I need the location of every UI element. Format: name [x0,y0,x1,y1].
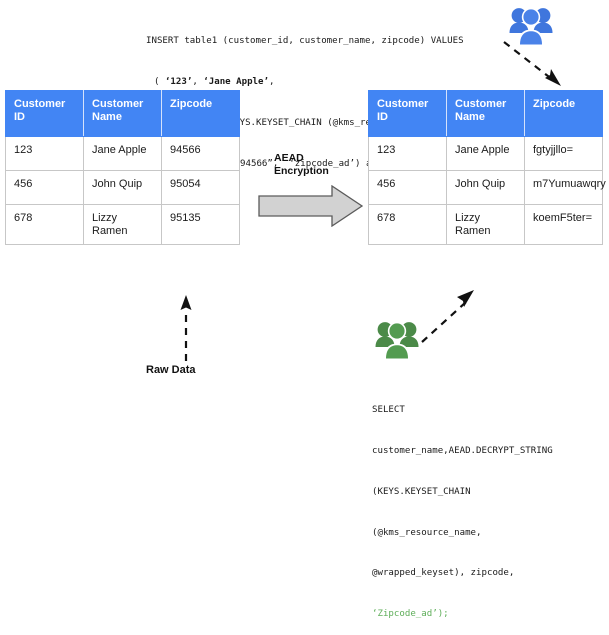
table-header-row: Customer ID Customer Name Zipcode [5,90,240,137]
cell-zipcode: 94566 [161,136,240,171]
aead-encryption-label: AEAD Encryption [274,152,329,178]
encrypted-data-table-element: Customer ID Customer Name Zipcode 123 Ja… [368,90,606,245]
raw-data-label: Raw Data [146,364,196,376]
select-sql-line-1: SELECT [372,405,405,416]
cell-zipcode-encrypted: fgtyjjllo= [524,136,603,171]
dashed-arrow-select-to-table [418,288,488,353]
encryption-flow-arrow-svg [258,184,364,228]
table-header-row: Customer ID Customer Name Zipcode [368,90,603,137]
dashed-arrow-select-to-table-svg [421,290,474,343]
cell-zipcode-encrypted: m7Yumuawqry [524,170,606,205]
column-header-customer-id: Customer ID [368,90,447,137]
cell-customer-name: Jane Apple [83,136,162,171]
dashed-arrow-insert-to-table [498,38,578,99]
insert-sql-line-1: INSERT table1 (customer_id, customer_nam… [146,36,464,47]
cell-customer-name: John Quip [83,170,162,205]
people-group-icon [374,318,420,360]
select-sql-line-2: customer_name,AEAD.DECRYPT_STRING [372,445,553,456]
insert-sql-line-2-suffix: , [268,76,275,87]
select-sql-line-3: (KEYS.KEYSET_CHAIN [372,486,471,497]
encrypted-data-table: Customer ID Customer Name Zipcode 123 Ja… [368,90,606,245]
raw-data-table-element: Customer ID Customer Name Zipcode 123 Ja… [5,90,240,245]
dashed-arrow-raw-data-svg [180,295,192,361]
insert-sql-line-2: ( ‘123’, ‘Jane Apple’, [154,76,464,90]
cell-customer-id: 456 [368,170,447,205]
cell-customer-name: Lizzy Ramen [83,204,162,245]
insert-sql-value-customer-name: ‘Jane Apple’ [203,76,269,87]
select-sql-statement: SELECT customer_name,AEAD.DECRYPT_STRING… [372,377,553,635]
cell-customer-id: 678 [5,204,84,245]
encryption-flow-arrow [258,184,364,232]
table-row: 678 Lizzy Ramen koemF5ter= [368,204,603,245]
cell-customer-id: 123 [368,136,447,171]
cell-zipcode: 95054 [161,170,240,205]
aead-encryption-label-line-1: AEAD [274,152,304,164]
insert-sql-line-2-prefix: ( [154,76,165,87]
column-header-zipcode: Zipcode [524,90,603,137]
table-row: 456 John Quip m7Yumuawqry [368,170,606,205]
people-group-icon [508,4,554,46]
table-row: 456 John Quip 95054 [5,170,240,205]
column-header-zipcode: Zipcode [161,90,240,137]
cell-customer-name: John Quip [446,170,525,205]
table-row: 123 Jane Apple 94566 [5,136,240,171]
raw-data-table: Customer ID Customer Name Zipcode 123 Ja… [5,90,240,245]
dashed-arrow-raw-data [176,295,196,368]
people-group-icon-svg [375,321,419,359]
cell-customer-id: 678 [368,204,447,245]
cell-zipcode-encrypted: koemF5ter= [524,204,603,245]
select-sql-line-4: (@kms_resource_name, [372,527,482,538]
table-row: 123 Jane Apple fgtyjjllo= [368,136,603,171]
dashed-arrow-insert-to-table-svg [503,41,561,86]
insert-sql-line-2-mid: , [192,76,204,87]
column-header-customer-id: Customer ID [5,90,84,137]
cell-customer-id: 123 [5,136,84,171]
cell-customer-id: 456 [5,170,84,205]
insert-sql-value-customer-id: ‘123’ [164,76,193,87]
cell-customer-name: Lizzy Ramen [446,204,525,245]
select-sql-line-6-aad: ‘Zipcode_ad’); [372,609,449,620]
cell-customer-name: Jane Apple [446,136,525,171]
column-header-customer-name: Customer Name [83,90,162,137]
table-row: 678 Lizzy Ramen 95135 [5,204,240,245]
cell-zipcode: 95135 [161,204,240,245]
people-group-icon-svg [509,7,553,45]
select-sql-line-5: @wrapped_keyset), zipcode, [372,568,515,579]
aead-encryption-label-line-2: Encryption [274,165,329,177]
column-header-customer-name: Customer Name [446,90,525,137]
